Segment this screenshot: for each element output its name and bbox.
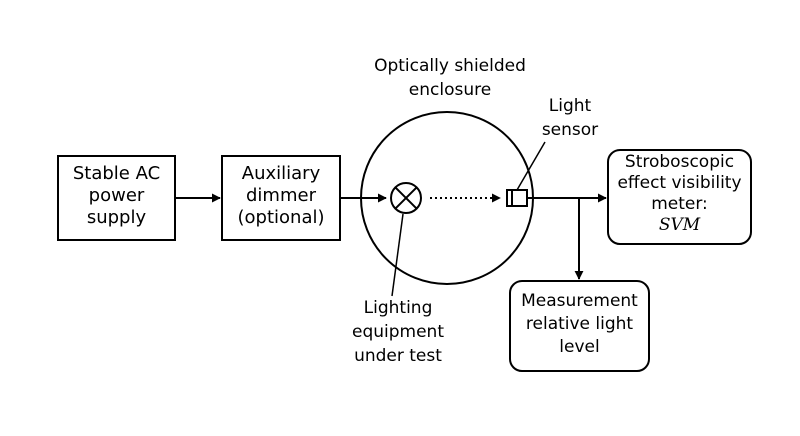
enclosure-line-1: Optically shielded — [374, 56, 526, 76]
lamp-label: Lighting equipment under test — [338, 296, 458, 368]
measurement-box — [509, 280, 650, 372]
measurement-line-1: Measurement — [521, 291, 638, 311]
enclosure-line-2: enclosure — [408, 80, 492, 100]
dimmer-box — [221, 155, 341, 241]
lamp-line-2: equipment — [352, 322, 444, 342]
sensor-line-1: Light — [548, 96, 592, 116]
lamp-line-1: Lighting — [363, 298, 433, 318]
power-supply-line-2: power — [88, 185, 145, 206]
sensor-leader-line — [516, 141, 546, 191]
lamp-line-3: under test — [354, 346, 442, 366]
lamp-icon — [390, 182, 422, 214]
lamp-leader-line — [391, 213, 404, 297]
dimmer-line-1: Auxiliary — [241, 163, 321, 184]
sensor-line-2: sensor — [541, 120, 599, 140]
meter-line-2: effect visibility — [617, 173, 742, 193]
meter-box — [607, 149, 752, 245]
power-supply-line-3: supply — [86, 207, 147, 228]
power-supply-box — [57, 155, 176, 241]
dimmer-label: Auxiliary dimmer (optional) — [222, 163, 340, 229]
power-supply-line-1: Stable AC — [72, 163, 161, 184]
measurement-label: Measurement relative light level — [508, 290, 651, 359]
sensor-label: Light sensor — [525, 94, 615, 142]
meter-math-label: SVM — [658, 215, 701, 235]
meter-label: Stroboscopic effect visibility meter: SV… — [606, 152, 753, 236]
measurement-line-2: relative light — [525, 314, 634, 334]
dimmer-line-2: dimmer — [246, 185, 316, 206]
power-supply-label: Stable AC power supply — [58, 163, 175, 229]
meter-line-3: meter: — [651, 194, 708, 214]
enclosure-label: Optically shielded enclosure — [360, 54, 540, 102]
meter-line-1: Stroboscopic — [624, 152, 735, 172]
dimmer-line-3: (optional) — [237, 207, 325, 228]
sensor-icon — [506, 189, 528, 207]
measurement-line-3: level — [559, 337, 600, 357]
